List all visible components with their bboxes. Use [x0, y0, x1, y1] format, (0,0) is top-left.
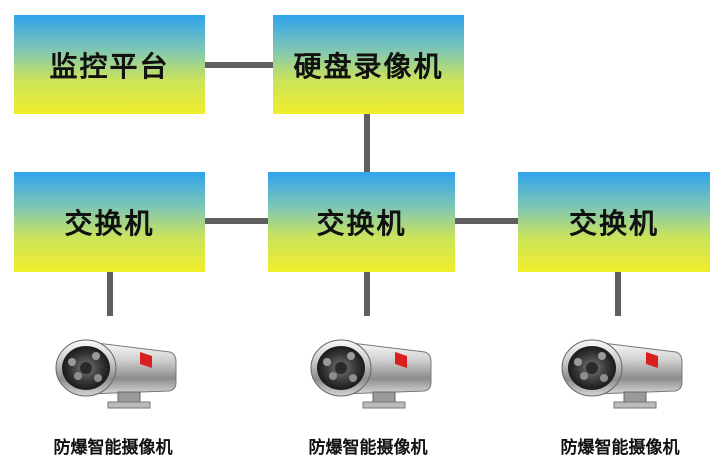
connector-switch-left-camera: [107, 272, 113, 316]
ex-badge-icon: [646, 352, 658, 368]
nvr-label: 硬盘录像机: [293, 49, 444, 83]
switch-right-label: 交换机: [568, 207, 659, 240]
connector-switch-center-right: [455, 218, 518, 224]
camera-label-2: 防爆智能摄像机: [308, 438, 428, 458]
camera-image-3: [554, 328, 684, 410]
switch-left-label: 交换机: [64, 207, 155, 240]
connector-nvr-switch: [364, 114, 370, 172]
camera-image-2: [303, 328, 433, 410]
camera-label-1: 防爆智能摄像机: [53, 438, 173, 458]
connector-switch-left-center: [205, 218, 268, 224]
switch-left-box: 交换机: [14, 172, 205, 272]
monitor-platform-label: 监控平台: [49, 49, 170, 83]
connector-platform-nvr: [205, 62, 273, 68]
nvr-box: 硬盘录像机: [273, 15, 464, 114]
switch-center-label: 交换机: [316, 207, 407, 240]
monitor-platform-box: 监控平台: [14, 15, 205, 114]
camera-image-1: [48, 328, 178, 410]
switch-center-box: 交换机: [268, 172, 455, 272]
ex-badge-icon: [140, 352, 152, 368]
switch-right-box: 交换机: [518, 172, 710, 272]
connector-switch-center-camera: [364, 272, 370, 316]
camera-label-3: 防爆智能摄像机: [560, 438, 680, 458]
connector-switch-right-camera: [615, 272, 621, 316]
ex-badge-icon: [395, 352, 407, 368]
